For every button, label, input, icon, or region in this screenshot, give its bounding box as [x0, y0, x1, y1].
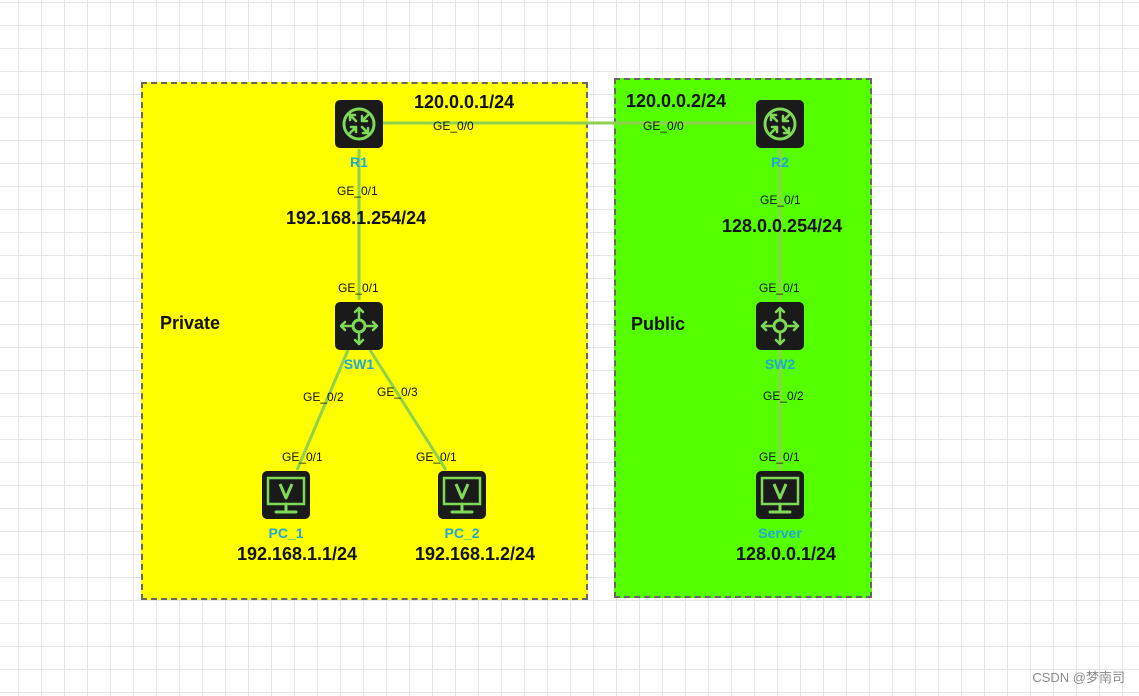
port-label-sw1-ge03: GE_0/3	[377, 385, 418, 399]
router-icon	[756, 100, 804, 148]
port-label-r1-ge00: GE_0/0	[433, 119, 474, 133]
pc-pc2[interactable]	[437, 470, 487, 520]
port-label-r2-ge00: GE_0/0	[643, 119, 684, 133]
router-r2[interactable]	[755, 99, 805, 149]
port-label-server-ge01: GE_0/1	[759, 450, 800, 464]
pc-pc1[interactable]	[261, 470, 311, 520]
device-label-sw1: SW1	[343, 356, 375, 372]
port-label-sw2-ge01: GE_0/1	[759, 281, 800, 295]
ip-label-pc2: 192.168.1.2/24	[414, 544, 536, 564]
pc-icon	[438, 471, 486, 519]
pc-icon	[262, 471, 310, 519]
port-label-sw2-ge02: GE_0/2	[763, 389, 804, 403]
port-label-pc2-ge01: GE_0/1	[416, 450, 457, 464]
ip-label-r1-ge00: 120.0.0.1/24	[414, 92, 515, 112]
port-label-r2-ge01: GE_0/1	[760, 193, 801, 207]
ip-label-r2-ge00: 120.0.0.2/24	[626, 91, 727, 111]
public-zone-label: Public	[631, 314, 686, 334]
pc-icon	[756, 471, 804, 519]
device-label-sw2: SW2	[764, 356, 796, 372]
link-sw1-pc2	[368, 349, 448, 471]
ip-label-pc1: 192.168.1.1/24	[236, 544, 358, 564]
private-zone-label: Private	[160, 313, 221, 333]
watermark: CSDN @梦南司	[1032, 670, 1125, 685]
port-label-r1-ge01: GE_0/1	[337, 184, 378, 198]
switch-icon	[756, 302, 804, 350]
switch-icon	[335, 302, 383, 350]
server-host[interactable]	[755, 470, 805, 520]
port-label-pc1-ge01: GE_0/1	[282, 450, 323, 464]
device-label-server: Server	[758, 525, 802, 541]
device-label-pc2: PC_2	[444, 525, 480, 541]
router-icon	[335, 100, 383, 148]
router-r1[interactable]	[334, 99, 384, 149]
ip-label-r1-ge01: 192.168.1.254/24	[286, 208, 427, 228]
device-label-r2: R2	[771, 154, 789, 170]
device-label-pc1: PC_1	[268, 525, 304, 541]
switch-sw1[interactable]	[334, 301, 384, 351]
ip-label-server: 128.0.0.1/24	[735, 544, 837, 564]
port-label-sw1-ge01: GE_0/1	[338, 281, 379, 295]
public-zone	[614, 78, 872, 598]
ip-label-r2-ge01: 128.0.0.254/24	[722, 216, 843, 236]
device-label-r1: R1	[350, 154, 368, 170]
link-sw1-pc1	[295, 349, 350, 471]
port-label-sw1-ge02: GE_0/2	[303, 390, 344, 404]
switch-sw2[interactable]	[755, 301, 805, 351]
